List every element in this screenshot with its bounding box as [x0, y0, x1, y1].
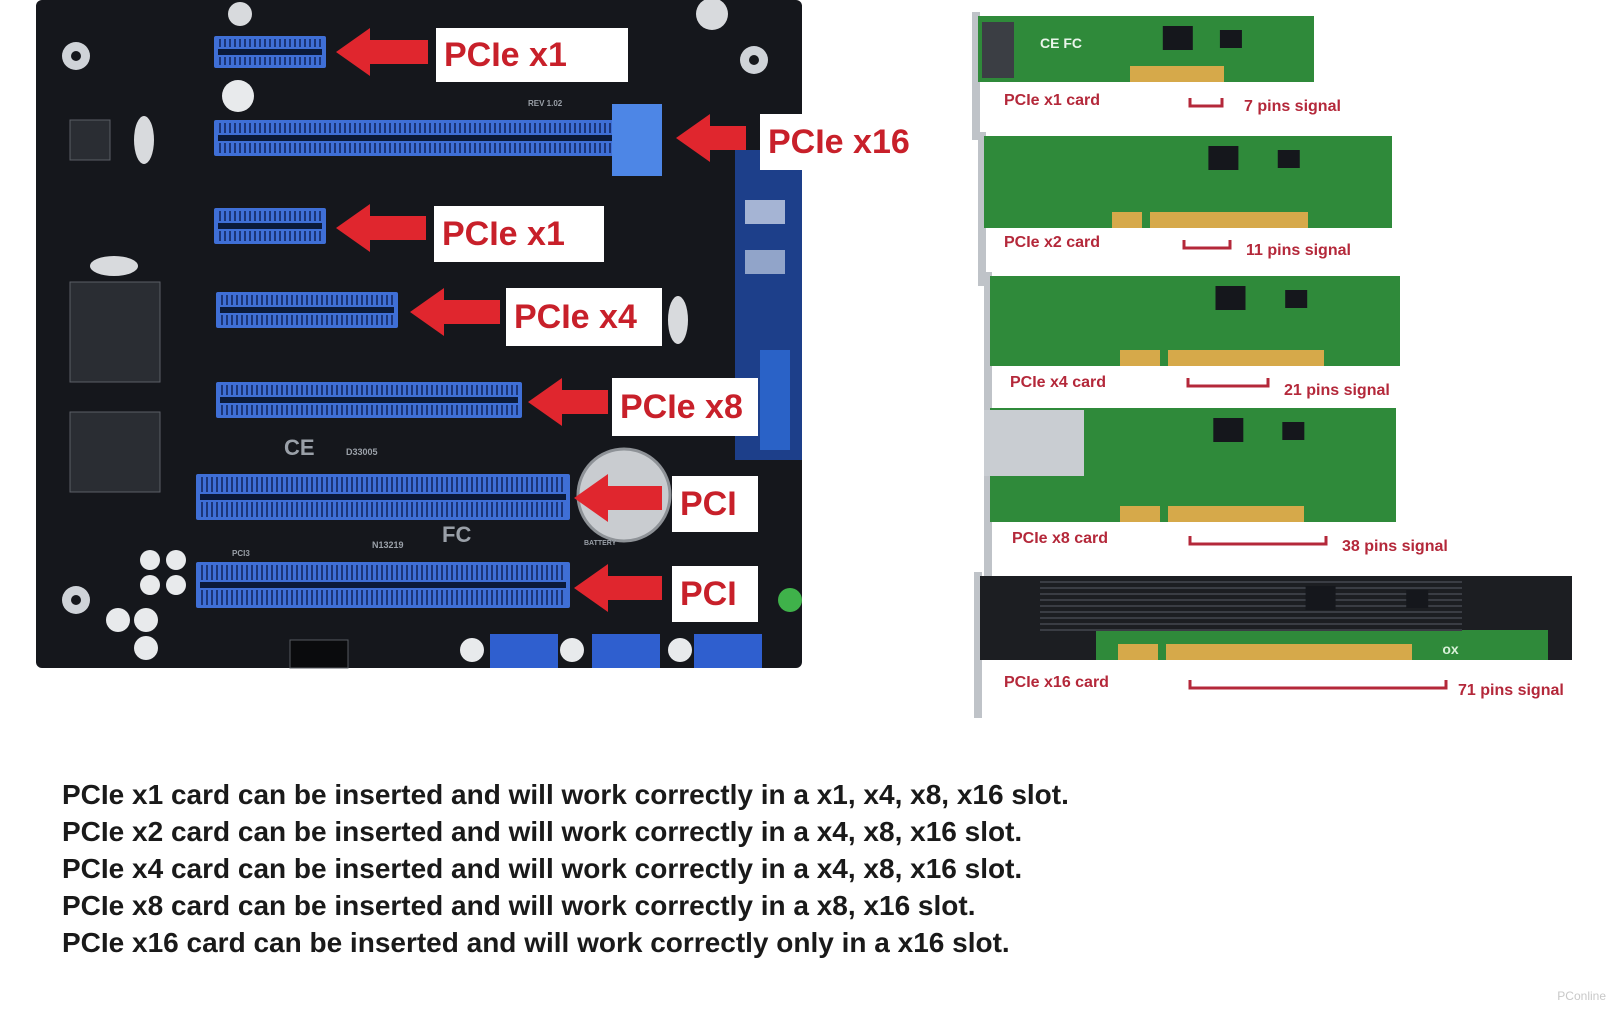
callout-pcie-x8: PCIe x8 — [612, 378, 758, 436]
callout-label: PCIe x16 — [768, 122, 910, 161]
callout-label: PCIe x1 — [444, 35, 567, 74]
callout-pci-1: PCI — [672, 476, 758, 532]
slot-latch — [612, 104, 662, 176]
card-label-x4: PCIe x4 card — [1010, 374, 1107, 391]
card-bracket — [974, 572, 982, 718]
chip — [69, 281, 161, 383]
pcie-x16-card: matrox — [974, 572, 1572, 718]
rule-line: PCIe x16 card can be inserted and will w… — [62, 927, 1010, 958]
chip — [69, 119, 111, 161]
callout-pci-2: PCI — [672, 566, 758, 622]
card-label-x8: PCIe x8 card — [1012, 530, 1109, 547]
silkscreen-text: BATTERY — [584, 540, 617, 547]
card-label-x2: PCIe x2 card — [1004, 234, 1101, 251]
compatibility-rules: PCIe x1 card can be inserted and will wo… — [62, 776, 1069, 961]
silkscreen-text: REV 1.02 — [528, 99, 563, 108]
red-arrow-icon — [528, 378, 608, 426]
pcie-x8-card — [984, 404, 1396, 580]
callout-label: PCI — [680, 484, 737, 523]
gold-contacts — [1130, 66, 1224, 82]
card-bracket — [984, 272, 992, 424]
callout-pcie-x4: PCIe x4 — [506, 288, 662, 346]
red-arrow-icon — [336, 204, 426, 252]
signal-bracket — [1182, 240, 1232, 250]
signal-bracket — [1188, 98, 1224, 108]
card-label-x1: PCIe x1 card — [1004, 92, 1101, 109]
pcie-x16-slot — [214, 120, 624, 156]
gold-contacts — [1112, 212, 1308, 228]
signal-bracket — [1188, 536, 1328, 546]
signal-bracket — [1188, 680, 1448, 690]
pcie-x1-slot — [214, 36, 326, 68]
rule-line: PCIe x4 card can be inserted and will wo… — [62, 853, 1023, 884]
callout-label: PCIe x8 — [620, 387, 743, 426]
pins-label-x4: 21 pins signal — [1284, 382, 1390, 399]
pcie-x4-card — [984, 272, 1400, 424]
red-arrow-icon — [676, 114, 746, 162]
rule-line: PCIe x8 card can be inserted and will wo… — [62, 890, 976, 921]
pci-slot — [196, 562, 570, 608]
card-bracket — [972, 12, 980, 140]
callout-label: PCI — [680, 574, 737, 613]
pcie-x1-card: CE FC — [972, 12, 1314, 140]
signal-bracket — [1186, 378, 1270, 388]
pcie-x1-slot — [214, 208, 326, 244]
card-bracket — [978, 132, 986, 286]
serial-port — [982, 22, 1014, 78]
callout-label: PCIe x4 — [514, 297, 637, 336]
red-arrow-icon — [336, 28, 428, 76]
silkscreen-text: D33005 — [346, 447, 378, 457]
pcie-x4-slot — [216, 292, 398, 328]
header — [289, 639, 349, 669]
callout-pcie-x16: PCIe x16 — [760, 114, 920, 170]
silkscreen-text: N13219 — [372, 540, 404, 550]
motherboard-arrows — [336, 28, 746, 612]
pins-label-x2: 11 pins signal — [1246, 242, 1351, 259]
pcie-x2-card — [978, 132, 1392, 286]
pcie-cards: CE FC matrox — [972, 12, 1572, 718]
pins-label-x8: 38 pins signal — [1342, 538, 1448, 555]
red-arrow-icon — [410, 288, 500, 336]
rule-line: PCIe x1 card can be inserted and will wo… — [62, 779, 1069, 810]
usb-header — [490, 634, 558, 668]
usb-header — [694, 634, 762, 668]
silkscreen-text: CE — [284, 435, 315, 460]
red-arrow-icon — [574, 564, 662, 612]
watermark: PConline — [1557, 989, 1606, 1003]
callout-label: PCIe x1 — [442, 214, 565, 253]
pins-label-x1: 7 pins signal — [1244, 98, 1341, 115]
card-bracket — [984, 404, 992, 580]
rule-line: PCIe x2 card can be inserted and will wo… — [62, 816, 1023, 847]
chip — [69, 411, 161, 493]
gold-contacts — [1120, 350, 1324, 366]
callout-pcie-x1-mid: PCIe x1 — [434, 206, 604, 262]
pci-slot — [196, 474, 570, 520]
pcie-x8-slot — [216, 382, 522, 418]
card-port — [984, 410, 1084, 476]
expansion-slots — [196, 36, 662, 608]
silkscreen-text: FC — [442, 522, 471, 547]
callout-pcie-x1-top: PCIe x1 — [436, 28, 628, 82]
gold-contacts — [1120, 506, 1304, 522]
pins-label-x16: 71 pins signal — [1458, 682, 1564, 699]
silkscreen-text: PCI3 — [232, 549, 250, 558]
red-arrow-icon — [574, 474, 662, 522]
card-label-x16: PCIe x16 card — [1004, 674, 1109, 691]
ce-fc-logo: CE FC — [1040, 35, 1082, 51]
gold-contacts — [1118, 644, 1412, 660]
usb-header — [592, 634, 660, 668]
